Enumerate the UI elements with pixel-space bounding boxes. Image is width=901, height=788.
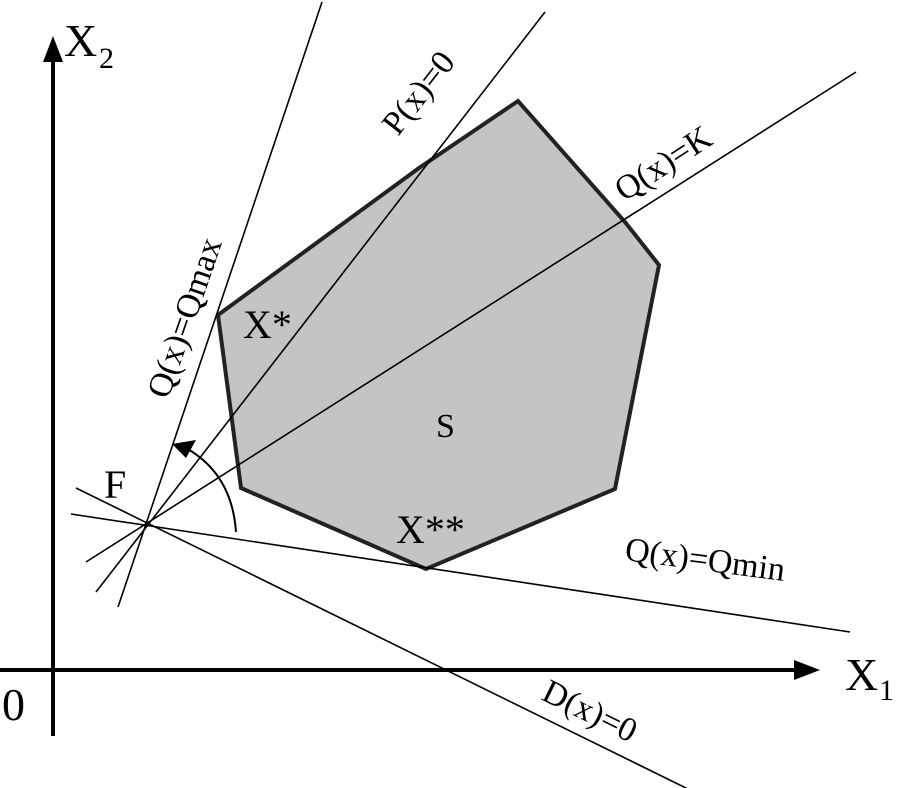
label-q-min: Q(x)=Qmin <box>623 531 787 589</box>
rotation-arc <box>185 447 237 533</box>
line-d-zero <box>75 487 688 788</box>
label-d-zero: D(x)=0 <box>536 673 642 750</box>
label-x-double-star: X** <box>396 507 465 552</box>
y-axis-arrow <box>43 36 63 62</box>
line-q-max <box>117 1 323 608</box>
origin-label: 0 <box>2 679 25 730</box>
line-q-k <box>85 71 857 563</box>
rotation-arrow-head <box>172 440 196 458</box>
x-axis-label: X <box>845 649 878 700</box>
x-axis-arrow <box>794 660 820 680</box>
x-axis-subscript: 1 <box>879 674 894 707</box>
label-region-s: S <box>436 408 455 445</box>
label-p-zero: P(x)=0 <box>375 44 462 141</box>
line-q-min <box>70 513 851 633</box>
line-p-zero <box>95 11 546 593</box>
y-axis-subscript: 2 <box>99 42 114 75</box>
label-x-star: X* <box>243 302 292 347</box>
y-axis-label: X <box>64 15 97 66</box>
feasible-region <box>215 98 662 572</box>
label-focus-point: F <box>104 462 126 507</box>
